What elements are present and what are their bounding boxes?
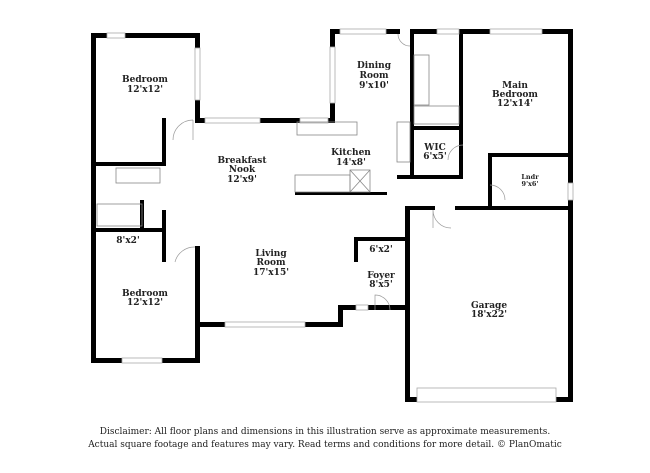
room-size: 8'x2' [116,236,139,246]
room-dining: Dining Room 9'x10' [357,61,392,91]
room-bedroom-bottom: Bedroom 12'x12' [122,289,168,308]
room-kitchen: Kitchen 14'x8' [331,148,371,168]
room-breakfast-nook: Breakfast Nook 12'x9' [217,156,267,185]
room-name: Room [256,258,285,268]
room-name: Room [359,71,388,81]
room-garage: Garage 18'x22' [471,301,507,320]
room-size: 8'x5' [369,280,392,290]
room-name: Breakfast [217,156,267,166]
room-size: 12'x14' [497,99,533,109]
disclaimer: Disclaimer: All floor plans and dimensio… [0,426,650,452]
room-foyer: Foyer 8'x5' [367,271,395,290]
room-name: Kitchen [331,148,371,158]
room-name: Bedroom [122,289,168,299]
room-size: 6'x5' [423,152,446,162]
disclaimer-line: Actual square footage and features may v… [88,440,562,450]
room-name: Garage [471,301,507,311]
room-bedroom-top: Bedroom 12'x12' [122,75,168,95]
room-name: Nook [229,165,256,175]
room-name: Dining [357,61,392,71]
room-name: Main [502,81,528,91]
room-size: 12'x12' [127,85,163,95]
room-name: Bedroom [122,75,168,85]
room-name: WIC [423,143,445,153]
room-size: 12'x12' [127,298,163,308]
room-wic: WIC 6'x5' [423,143,446,162]
room-name: Foyer [367,271,395,281]
disclaimer-line: Disclaimer: All floor plans and dimensio… [99,427,551,437]
room-name: Lndr [521,173,539,181]
room-closet-left: 8'x2' [116,236,139,246]
room-living: Living Room 17'x15' [253,249,289,278]
room-name: Bedroom [492,90,538,100]
room-size: 17'x15' [253,268,289,278]
room-size: 9'x6' [522,180,539,188]
room-size: 14'x8' [336,158,366,168]
windows [106,28,574,403]
room-main-bedroom: Main Bedroom 12'x14' [492,81,538,109]
room-laundry: Lndr 9'x6' [521,173,539,188]
room-size: 9'x10' [359,81,389,91]
room-size: 12'x9' [227,175,257,185]
room-size: 6'x2' [369,245,392,255]
room-name: Living [255,249,287,259]
fixtures [96,33,506,311]
room-closet-foyer: 6'x2' [369,245,392,255]
room-size: 18'x22' [471,310,507,320]
